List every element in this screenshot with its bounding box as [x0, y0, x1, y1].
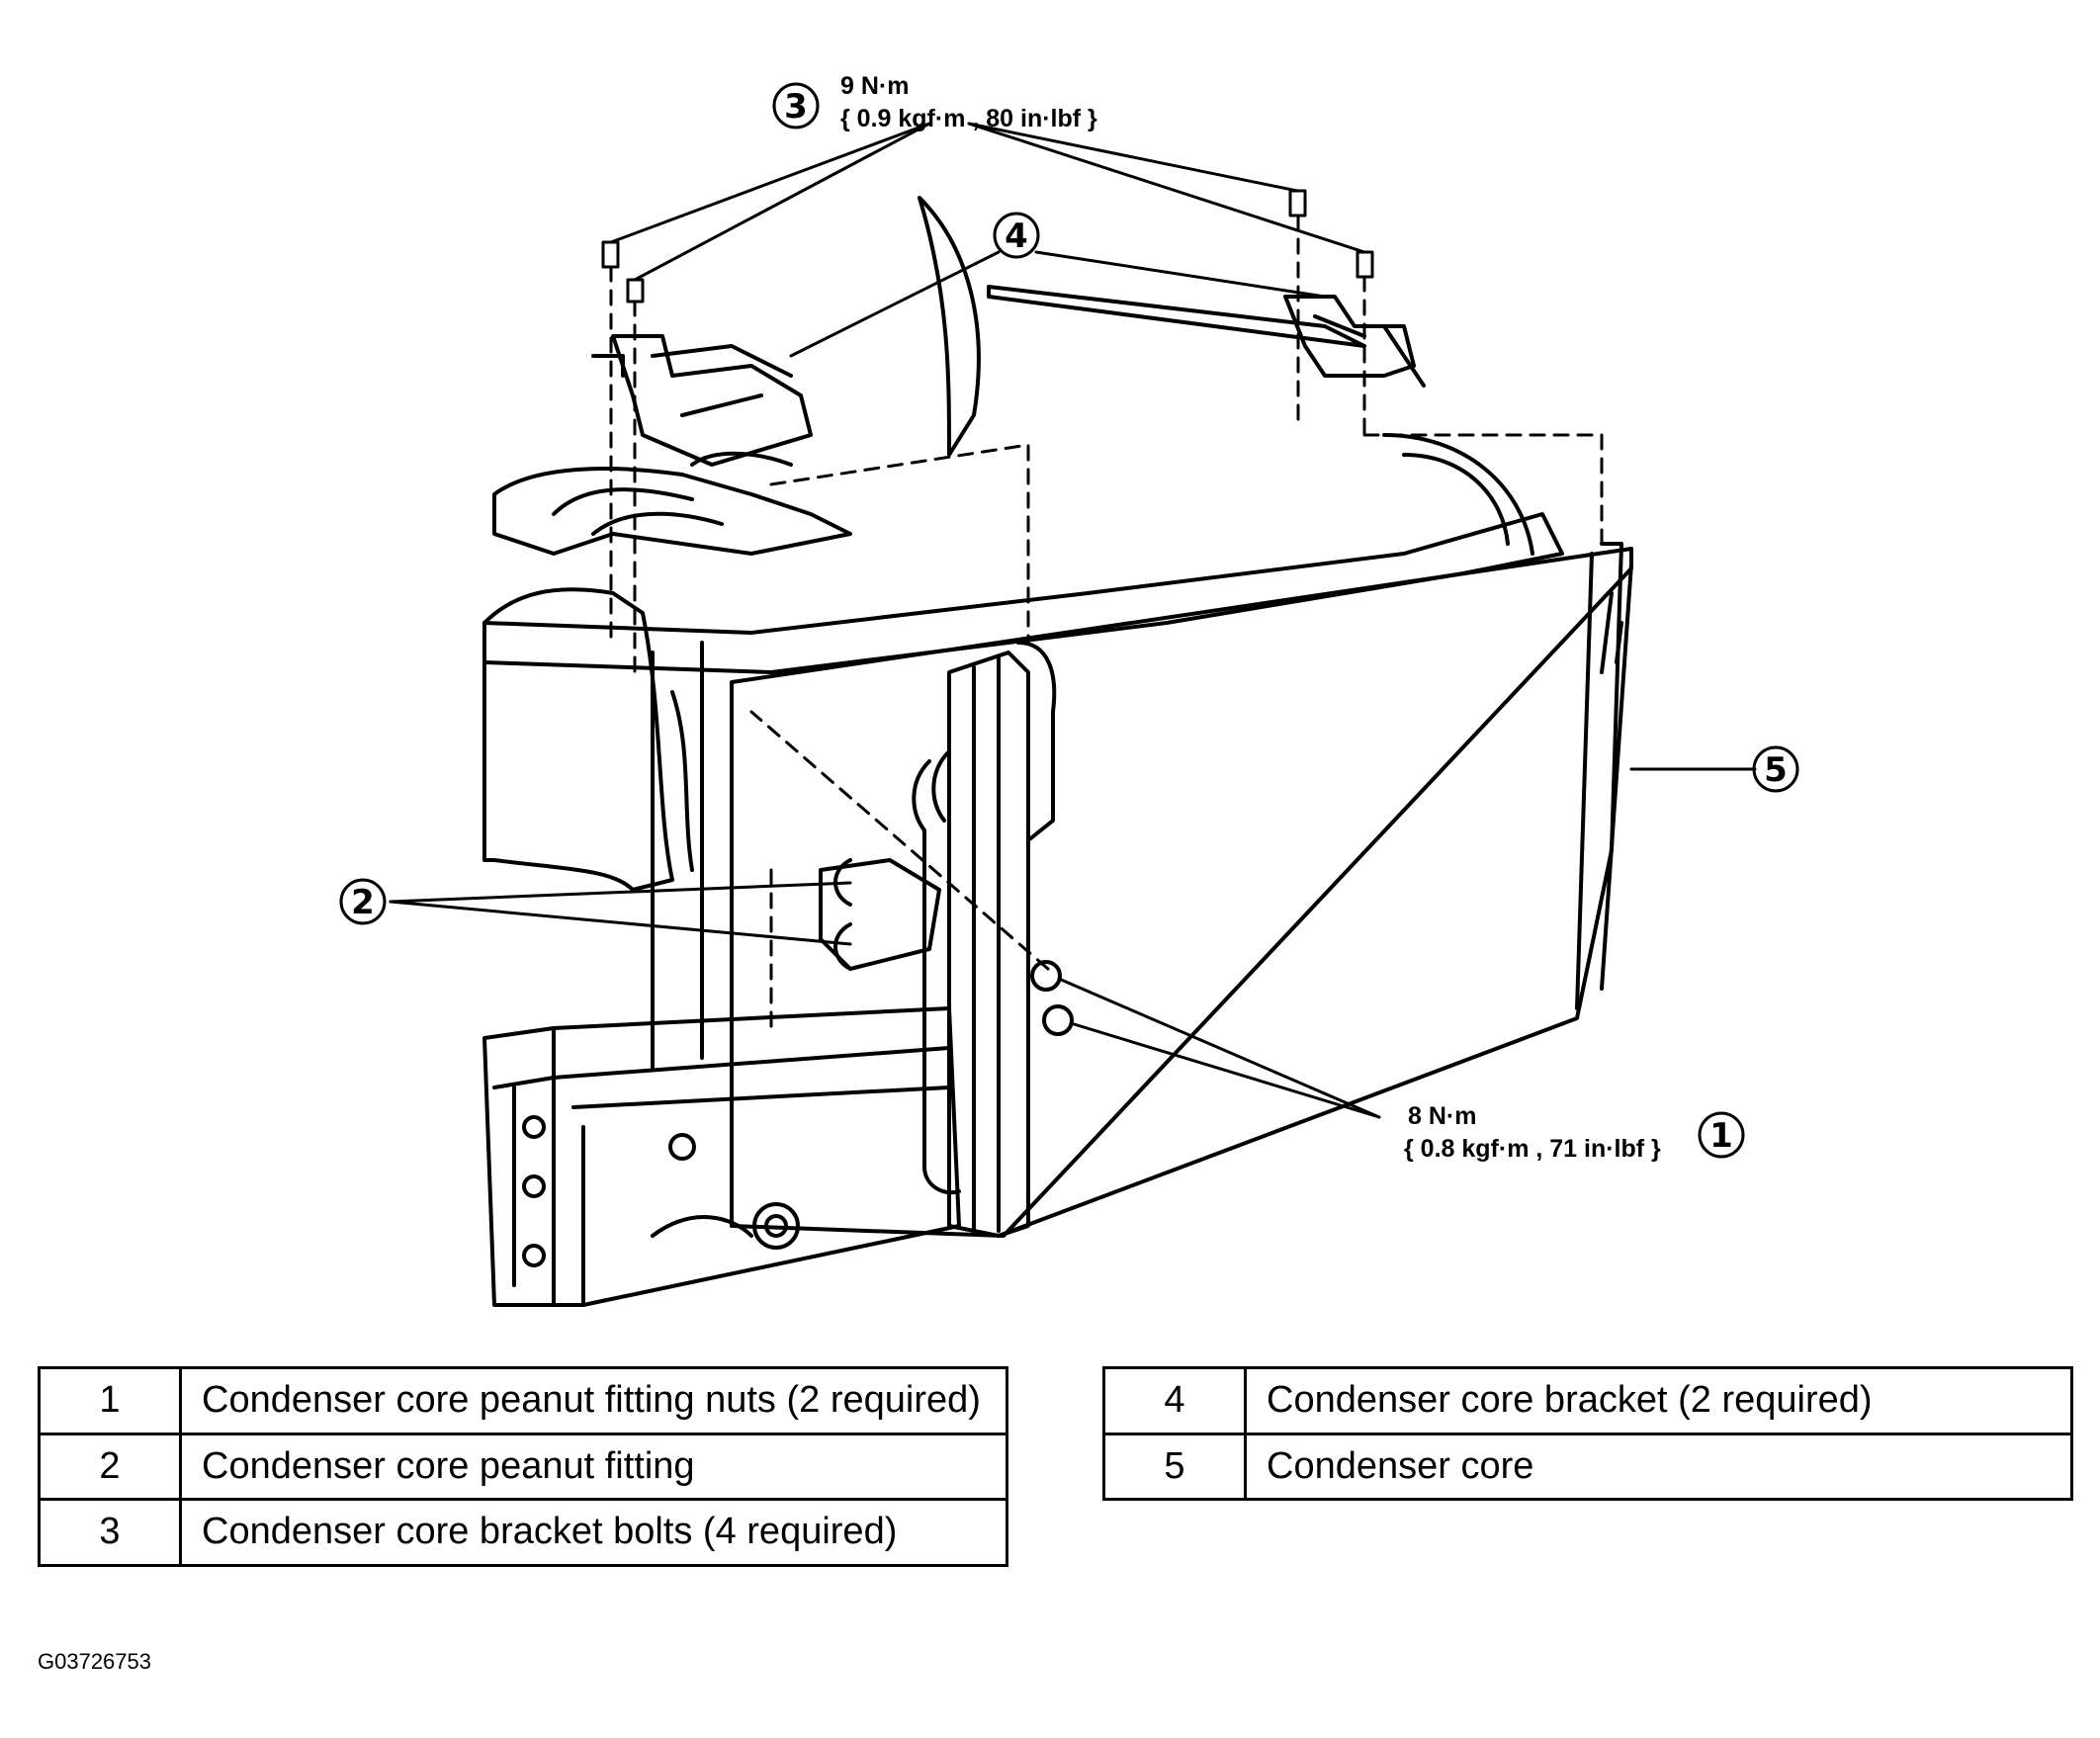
legend-table-left: 1 Condenser core peanut fitting nuts (2 …	[38, 1366, 1008, 1567]
legend-description: Condenser core peanut fitting nuts (2 re…	[179, 1366, 1008, 1435]
legend-description: Condenser core peanut fitting	[179, 1432, 1008, 1501]
installation-guide-lines	[609, 214, 1604, 1030]
callout-3-torque: 9 N·m	[840, 72, 909, 100]
callout-3-number: 3	[784, 87, 808, 127]
legend-row: 4 Condenser core bracket (2 required)	[1102, 1366, 2073, 1435]
condenser-bracket-right	[1283, 295, 1426, 388]
condenser-diagram: 3 4 2 5 1 9 N·m { 0.9 kgf·m , 80 in·lbf …	[339, 72, 1799, 1307]
receiver-tank	[912, 641, 1057, 1238]
leader-lines	[389, 122, 1757, 1119]
legend-row: 3 Condenser core bracket bolts (4 requir…	[38, 1498, 1008, 1567]
condenser-core	[730, 542, 1633, 1238]
legend-row: 2 Condenser core peanut fitting	[38, 1432, 1008, 1501]
legend-row: 1 Condenser core peanut fitting nuts (2 …	[38, 1366, 1008, 1435]
callout-circles	[339, 82, 1799, 1159]
legend-number: 5	[1102, 1432, 1247, 1501]
legend-description: Condenser core	[1244, 1432, 2073, 1501]
legend-table-right: 4 Condenser core bracket (2 required) 5 …	[1102, 1366, 2073, 1501]
legend-number: 1	[38, 1366, 182, 1435]
condenser-bracket-left	[591, 334, 813, 467]
figure-id: G03726753	[38, 1649, 151, 1674]
legend-number: 4	[1102, 1366, 1247, 1435]
legend-description: Condenser core bracket bolts (4 required…	[179, 1498, 1008, 1567]
callout-4-number: 4	[1005, 217, 1028, 256]
legend-row: 5 Condenser core	[1102, 1432, 2073, 1501]
callout-2-number: 2	[351, 883, 375, 922]
legend-description: Condenser core bracket (2 required)	[1244, 1366, 2073, 1435]
radiator-support	[482, 1006, 961, 1307]
legend-number: 2	[38, 1432, 182, 1501]
callout-3-torque-alt: { 0.9 kgf·m , 80 in·lbf }	[840, 105, 1097, 132]
callout-1-torque-alt: { 0.8 kgf·m , 71 in·lbf }	[1404, 1135, 1661, 1163]
callout-1-torque: 8 N·m	[1408, 1102, 1476, 1130]
callout-1-number: 1	[1709, 1116, 1733, 1156]
callout-5-number: 5	[1764, 750, 1788, 790]
legend-number: 3	[38, 1498, 182, 1567]
